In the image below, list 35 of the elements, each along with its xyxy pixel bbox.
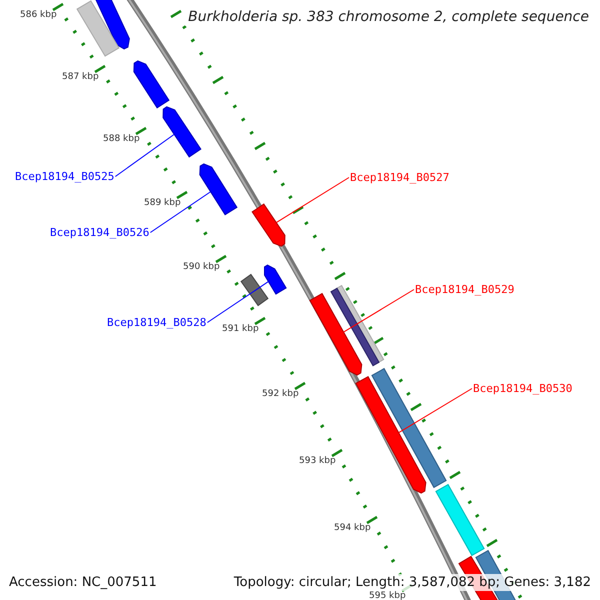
tick-label: 590 kbp [183,262,220,272]
tick-label: 593 kbp [299,456,336,466]
gene-feature [355,376,426,494]
gene-label: Bcep18194_B0529 [415,283,514,296]
gene-label: Bcep18194_B0525 [15,170,114,183]
tick-label: 595 kbp [369,591,406,600]
leader-line [114,134,175,177]
gene-label: Bcep18194_B0528 [107,316,206,329]
leader-line [343,289,414,333]
gene-feature [309,292,362,376]
gene-label: Bcep18194_B0526 [50,226,150,239]
leader-line [398,388,472,434]
gene-feature [133,60,170,108]
tick-label: 587 kbp [62,72,99,82]
gene-feature [240,274,269,306]
leader-line [150,191,212,233]
gene-feature [93,0,130,50]
gene-feature [76,0,120,57]
tick-label: 594 kbp [334,523,371,533]
tick-label: 588 kbp [103,134,140,144]
gene-feature [199,163,238,216]
gene-feature [371,368,447,488]
gene-feature [264,264,287,295]
gene-feature [252,203,286,247]
tick-label: 586 kbp [20,10,57,20]
tick-label: 589 kbp [144,198,181,208]
gene-label: Bcep18194_B0530 [473,382,572,395]
leader-line [276,177,350,224]
gene-feature [330,288,380,366]
tick-label: 591 kbp [222,324,259,334]
leader-line [206,281,269,323]
gene-feature [435,484,485,556]
tick-label: 592 kbp [262,389,299,399]
gene-label: Bcep18194_B0527 [350,171,450,184]
gene-feature [162,106,202,158]
